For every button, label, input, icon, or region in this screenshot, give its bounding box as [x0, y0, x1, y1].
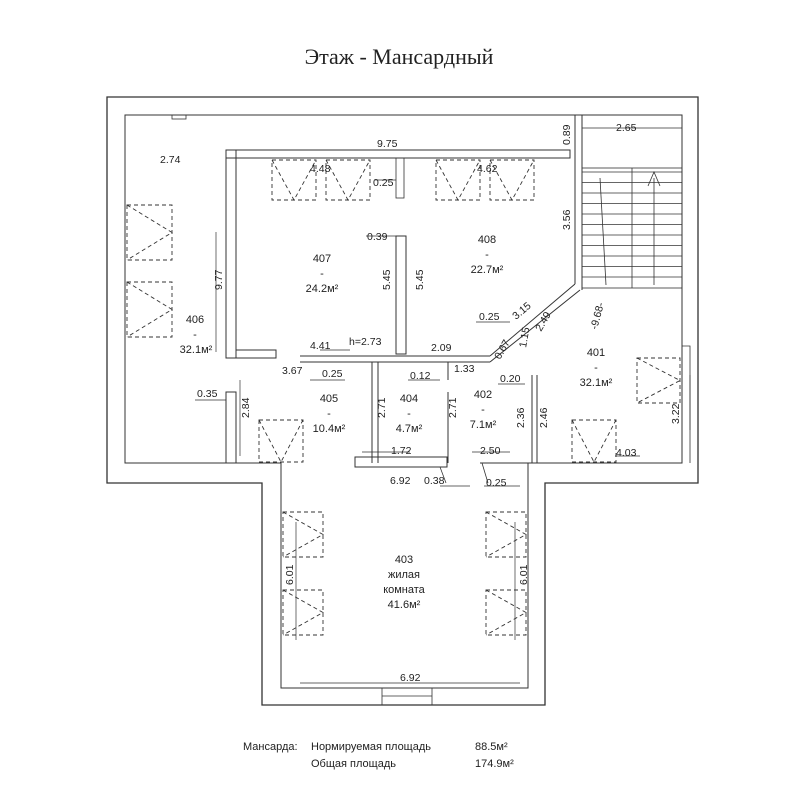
- room-401-area: 32.1м²: [580, 377, 613, 389]
- room-404-area: 4.7м²: [396, 423, 423, 435]
- room-403-id: 403: [395, 554, 413, 566]
- footer-row1-value: 88.5м²: [475, 741, 508, 753]
- dim-4-03: 4.03: [616, 447, 637, 459]
- dormer-window: [571, 419, 617, 463]
- room-408-id: 408: [478, 234, 496, 246]
- room-408-sep: -: [485, 249, 489, 261]
- staircase: [581, 167, 683, 289]
- room-401-id: 401: [587, 347, 605, 359]
- dim-9-75: 9.75: [377, 138, 398, 150]
- dormer-window: [435, 159, 481, 201]
- room-402-area: 7.1м²: [470, 419, 497, 431]
- dormer-window: [325, 159, 371, 201]
- room-407-sep: -: [320, 268, 324, 280]
- dim-6-92-a: 6.92: [390, 475, 411, 487]
- dormer-window: [282, 589, 324, 636]
- dim-0-20: 0.20: [500, 373, 521, 385]
- dim-2-84: 2.84: [240, 397, 252, 418]
- partition-left: [225, 149, 237, 359]
- dim-0-38: 0.38: [424, 475, 445, 487]
- dim-0-25-d: 0.25: [486, 477, 507, 489]
- room-404-sep: -: [407, 408, 411, 420]
- dim-0-35: 0.35: [197, 388, 218, 400]
- room-403-area: 41.6м²: [388, 599, 421, 611]
- dim-0-12: 0.12: [410, 370, 431, 382]
- room-403-line2: комната: [383, 584, 425, 596]
- dim-9-77: 9.77: [213, 269, 225, 290]
- dim-0-25-a: 0.25: [373, 177, 394, 189]
- footer-row2-name: Общая площадь: [311, 758, 396, 770]
- dim-2-71-a: 2.71: [376, 397, 388, 418]
- dim-3-67: 3.67: [282, 365, 303, 377]
- room-408-area: 22.7м²: [471, 264, 504, 276]
- room-406-sep: -: [193, 329, 197, 341]
- dim-4-62: 4.62: [477, 163, 498, 175]
- dim-6-01-a: 6.01: [284, 564, 296, 585]
- dim-4-41: 4.41: [310, 340, 331, 352]
- dormer-window: [258, 419, 304, 463]
- room-405-sep: -: [327, 408, 331, 420]
- dim-0-39: 0.39: [367, 231, 388, 243]
- footer-row1-name: Нормируемая площадь: [311, 741, 432, 753]
- dim-5-45-b: 5.45: [414, 269, 426, 290]
- partition-bottom: [354, 456, 448, 468]
- room-405-id: 405: [320, 393, 338, 405]
- dormer-windows: [126, 159, 681, 636]
- dim-1-72: 1.72: [391, 445, 412, 457]
- dormer-window: [271, 159, 317, 201]
- dim-9-68: -9.68-: [588, 301, 607, 331]
- dormer-window: [489, 159, 535, 201]
- dim-3-56: 3.56: [561, 209, 573, 230]
- dim-0-25-c: 0.25: [322, 368, 343, 380]
- dim-1-33: 1.33: [454, 363, 475, 375]
- dim-6-92-b: 6.92: [400, 672, 421, 684]
- room-406-id: 406: [186, 314, 204, 326]
- dim-2-36: 2.36: [515, 407, 527, 428]
- dim-0-25-b: 0.25: [479, 311, 500, 323]
- room-407-id: 407: [313, 253, 331, 265]
- dim-2-46: 2.46: [538, 407, 550, 428]
- dim-1-15: 1.15: [517, 326, 532, 348]
- plan-title: Этаж - Мансардный: [304, 44, 494, 69]
- room-401-sep: -: [594, 362, 598, 374]
- dormer-window: [126, 281, 173, 338]
- partition-mid: [395, 235, 407, 355]
- footer-label: Мансарда:: [243, 741, 298, 753]
- dim-2-71-b: 2.71: [447, 397, 459, 418]
- room-402-sep: -: [481, 404, 485, 416]
- dim-3-15: 3.15: [510, 300, 533, 322]
- dormer-window: [126, 204, 173, 261]
- dim-5-45-a: 5.45: [381, 269, 393, 290]
- footer-row2-value: 174.9м²: [475, 758, 514, 770]
- dim-0-67: 0.67: [492, 338, 513, 362]
- dim-4-48: 4.48: [310, 163, 331, 175]
- dim-0-89: 0.89: [561, 124, 573, 145]
- room-404-id: 404: [400, 393, 418, 405]
- dormer-window: [636, 357, 681, 404]
- bottom-door: [381, 687, 433, 706]
- dim-2-50: 2.50: [480, 445, 501, 457]
- room-402-id: 402: [474, 389, 492, 401]
- room-403-line1: жилая: [388, 569, 420, 581]
- dormer-window: [485, 511, 527, 558]
- room-407-area: 24.2м²: [306, 283, 339, 295]
- dim-3-22: 3.22: [670, 403, 682, 424]
- room-405-area: 10.4м²: [313, 423, 346, 435]
- outer-wall-outer: [106, 96, 699, 706]
- dim-2-74: 2.74: [160, 154, 181, 166]
- dormer-window: [485, 589, 527, 636]
- dormer-window: [282, 511, 324, 558]
- room-406-area: 32.1м²: [180, 344, 213, 356]
- dim-2-65: 2.65: [616, 122, 637, 134]
- dim-h-2-73: h=2.73: [349, 336, 382, 348]
- dim-2-09: 2.09: [431, 342, 452, 354]
- dim-6-01-b: 6.01: [518, 564, 530, 585]
- partition-top: [225, 149, 571, 159]
